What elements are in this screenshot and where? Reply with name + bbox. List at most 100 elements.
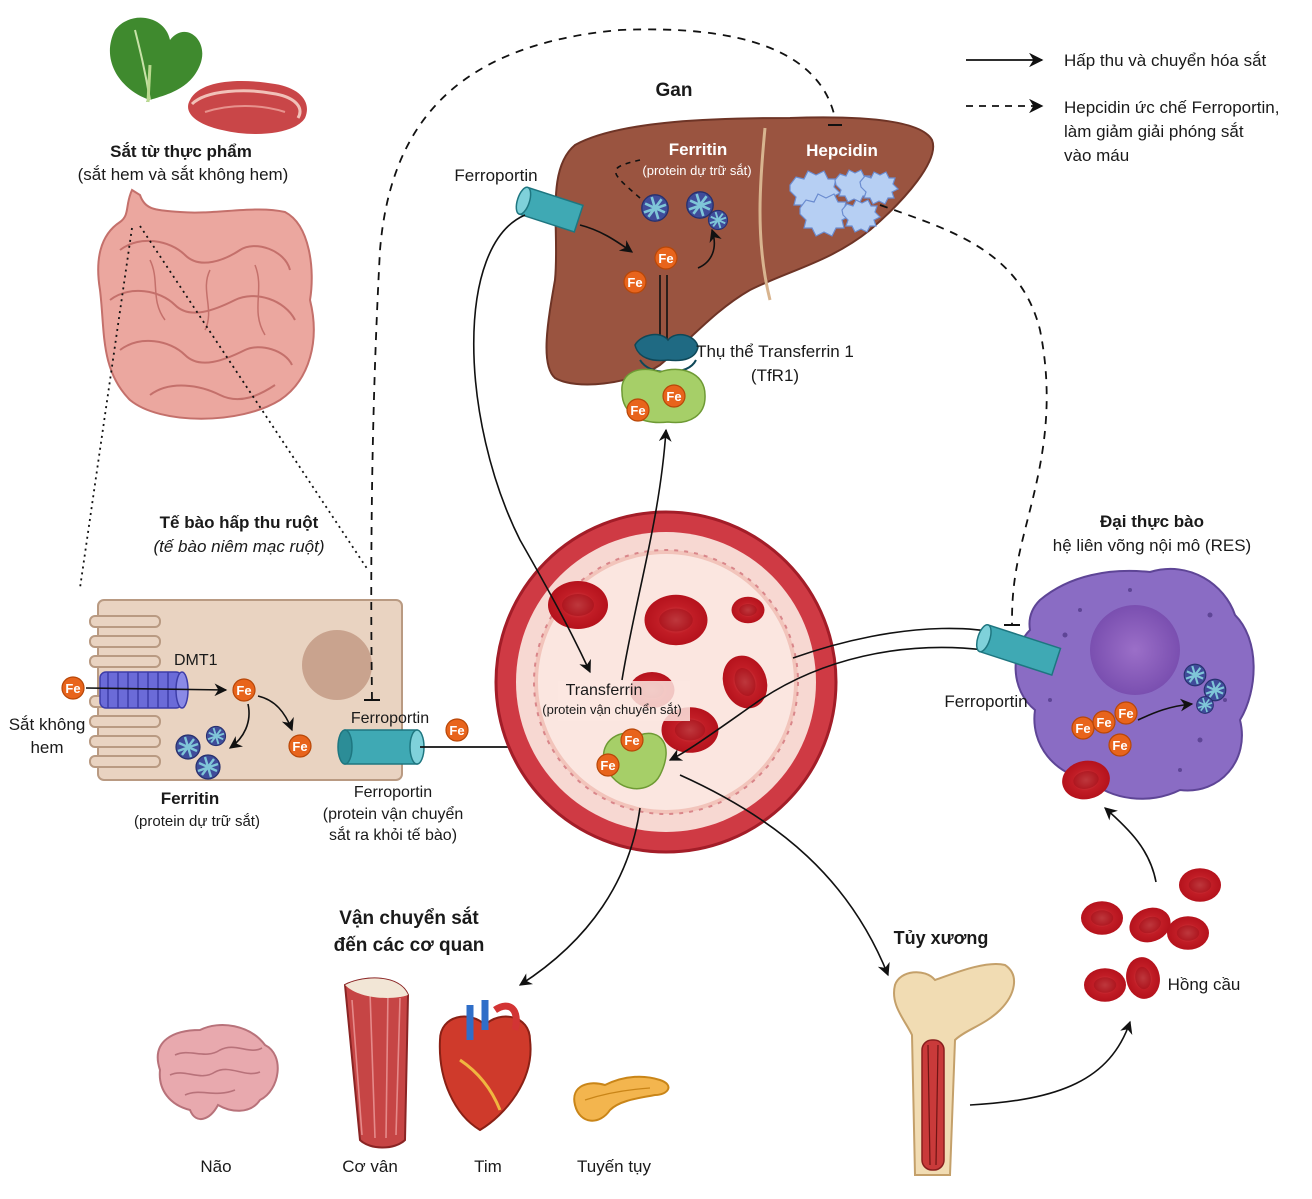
organs-title-1: Vận chuyển sắt xyxy=(339,907,479,929)
arrow-blood-to-tfr1 xyxy=(621,428,672,681)
food-group: Sắt từ thực phẩm (sắt hem và sắt không h… xyxy=(78,17,307,184)
arrow-dmt1-uptake xyxy=(85,683,228,697)
hepcidin-inhibit-enterocyte xyxy=(370,28,836,701)
rbc-label: Hồng cầu xyxy=(1168,975,1241,994)
enterocyte-subtitle: (tế bào niêm mạc ruột) xyxy=(153,537,324,556)
ferroportin-desc-1: Ferroportin xyxy=(354,784,432,801)
marrow-cavity xyxy=(921,1039,945,1171)
legend: Hấp thu và chuyển hóa sắt Hepcidin ức ch… xyxy=(966,51,1279,165)
marrow-title: Tủy xương xyxy=(894,928,989,948)
arrow-fe-to-macrophage-ferritin xyxy=(1137,698,1194,721)
organs-title-2: đến các cơ quan xyxy=(334,935,485,956)
macrophage-title: Đại thực bào xyxy=(1100,512,1204,531)
intestine-icon xyxy=(97,188,315,420)
svg-text:Fe: Fe xyxy=(658,251,673,266)
macrophage-nucleus xyxy=(1090,605,1180,695)
macrophage: Đại thực bào hệ liên võng nội mô (RES) F… xyxy=(944,512,1255,804)
liver-ferroportin-channel xyxy=(515,186,584,233)
svg-text:Fe: Fe xyxy=(292,739,307,754)
fe-ion: Fe xyxy=(61,676,85,700)
enterocyte-ferritin-label: Ferritin xyxy=(161,789,220,808)
svg-text:Fe: Fe xyxy=(236,683,251,698)
svg-text:Fe: Fe xyxy=(1075,721,1090,736)
svg-text:Fe: Fe xyxy=(65,681,80,696)
muscle-label: Cơ vân xyxy=(342,1157,398,1176)
liver-hepcidin-label: Hepcidin xyxy=(806,141,878,160)
muscle-icon xyxy=(343,977,410,1149)
enterocyte-ferroportin-label: Ferroportin xyxy=(351,710,429,727)
blood-vessel: Fe Fe Transferrin (protein vận chuyển sắ… xyxy=(494,510,838,854)
tfr1-label-2: (TfR1) xyxy=(751,366,799,385)
macrophage-subtitle: hệ liên võng nội mô (RES) xyxy=(1053,536,1251,555)
fe-ion: Fe xyxy=(1071,716,1095,740)
rbc-group: Hồng cầu xyxy=(1081,868,1240,1002)
ferroportin-desc-2: (protein vận chuyển xyxy=(323,805,464,823)
fe-ion: Fe xyxy=(654,246,678,270)
bone-marrow: Tủy xương xyxy=(893,928,1015,1176)
fe-ion: Fe xyxy=(288,734,312,758)
fe-ion: Fe xyxy=(596,753,620,777)
svg-text:Fe: Fe xyxy=(1096,715,1111,730)
tfr1-label-1: Thụ thể Transferrin 1 xyxy=(696,342,854,361)
food-title: Sắt từ thực phẩm xyxy=(110,142,252,161)
zoom-line-right xyxy=(139,225,369,571)
fe-ion: Fe xyxy=(1114,701,1138,725)
arrow-liver-to-blood xyxy=(472,214,591,674)
spinach-icon xyxy=(109,17,203,103)
svg-text:Fe: Fe xyxy=(600,758,615,773)
arrow-fe-storage xyxy=(228,703,250,749)
legend-dashed-label-2: làm giảm giải phóng sắt xyxy=(1064,122,1244,141)
heart-label: Tim xyxy=(474,1157,502,1176)
fe-ion: Fe xyxy=(623,270,647,294)
bone-shape xyxy=(893,963,1015,1176)
fe-ion: Fe xyxy=(1092,710,1116,734)
arrow-to-marrow xyxy=(679,774,890,977)
svg-text:Fe: Fe xyxy=(624,733,639,748)
meat-icon xyxy=(188,81,307,134)
svg-text:Fe: Fe xyxy=(1112,738,1127,753)
nonheme-label-1: Sắt không xyxy=(9,715,86,734)
nonheme-label-2: hem xyxy=(30,738,63,757)
transferrin-sub: (protein vận chuyển sắt) xyxy=(542,702,681,717)
legend-solid-label: Hấp thu và chuyển hóa sắt xyxy=(1064,51,1267,70)
transferrin-protein xyxy=(602,732,667,790)
organs-group: Vận chuyển sắt đến các cơ quan Não Cơ vâ… xyxy=(156,907,670,1176)
arrow-marrow-to-rbc xyxy=(969,1020,1133,1106)
liver-title: Gan xyxy=(656,80,693,101)
heart-icon xyxy=(438,1000,532,1132)
svg-text:Fe: Fe xyxy=(630,403,645,418)
arrow-liver-ferroportin-in xyxy=(579,224,634,253)
fe-ion: Fe xyxy=(1108,733,1132,757)
arrow-fe-to-ferritin xyxy=(697,228,722,269)
fe-ion: Fe xyxy=(626,398,650,422)
dmt1-label: DMT1 xyxy=(174,652,218,669)
enterocyte: Tế bào hấp thu ruột (tế bào niêm mạc ruộ… xyxy=(9,513,469,844)
legend-dashed-label-1: Hepcidin ức chế Ferroportin, xyxy=(1064,98,1279,117)
svg-text:Fe: Fe xyxy=(666,389,681,404)
svg-text:Fe: Fe xyxy=(627,275,642,290)
liver-ferritin-label: Ferritin xyxy=(669,140,728,159)
enterocyte-ferritin-sub: (protein dự trữ sắt) xyxy=(134,813,260,830)
arrow-rbc-to-macrophage xyxy=(1104,807,1157,883)
liver-ferroportin-label: Ferroportin xyxy=(454,166,537,185)
pancreas-icon xyxy=(573,1075,670,1122)
macrophage-ferroportin-label: Ferroportin xyxy=(944,692,1027,711)
svg-text:Fe: Fe xyxy=(1118,706,1133,721)
svg-text:Fe: Fe xyxy=(449,723,464,738)
hepcidin-inhibit-macrophage xyxy=(879,204,1048,626)
food-subtitle: (sắt hem và sắt không hem) xyxy=(78,165,289,184)
ferroportin-desc-3: sắt ra khỏi tế bào) xyxy=(329,825,457,844)
fe-ion: Fe xyxy=(662,384,686,408)
zoom-line-left xyxy=(79,227,133,589)
brain-icon xyxy=(156,1024,279,1120)
liver-ligament xyxy=(758,127,772,301)
arrow-fe-export xyxy=(257,695,294,732)
liver: Gan Ferritin (protein dự trữ sắt) Hepcid… xyxy=(454,80,935,424)
transferrin-label: Transferrin xyxy=(566,682,643,699)
arrow-macrophage-to-blood xyxy=(668,646,986,761)
legend-dashed-label-3: vào máu xyxy=(1064,146,1129,165)
arrow-to-organs xyxy=(518,807,641,986)
hepcidin-cluster xyxy=(789,169,900,237)
fe-ion: Fe xyxy=(232,678,256,702)
